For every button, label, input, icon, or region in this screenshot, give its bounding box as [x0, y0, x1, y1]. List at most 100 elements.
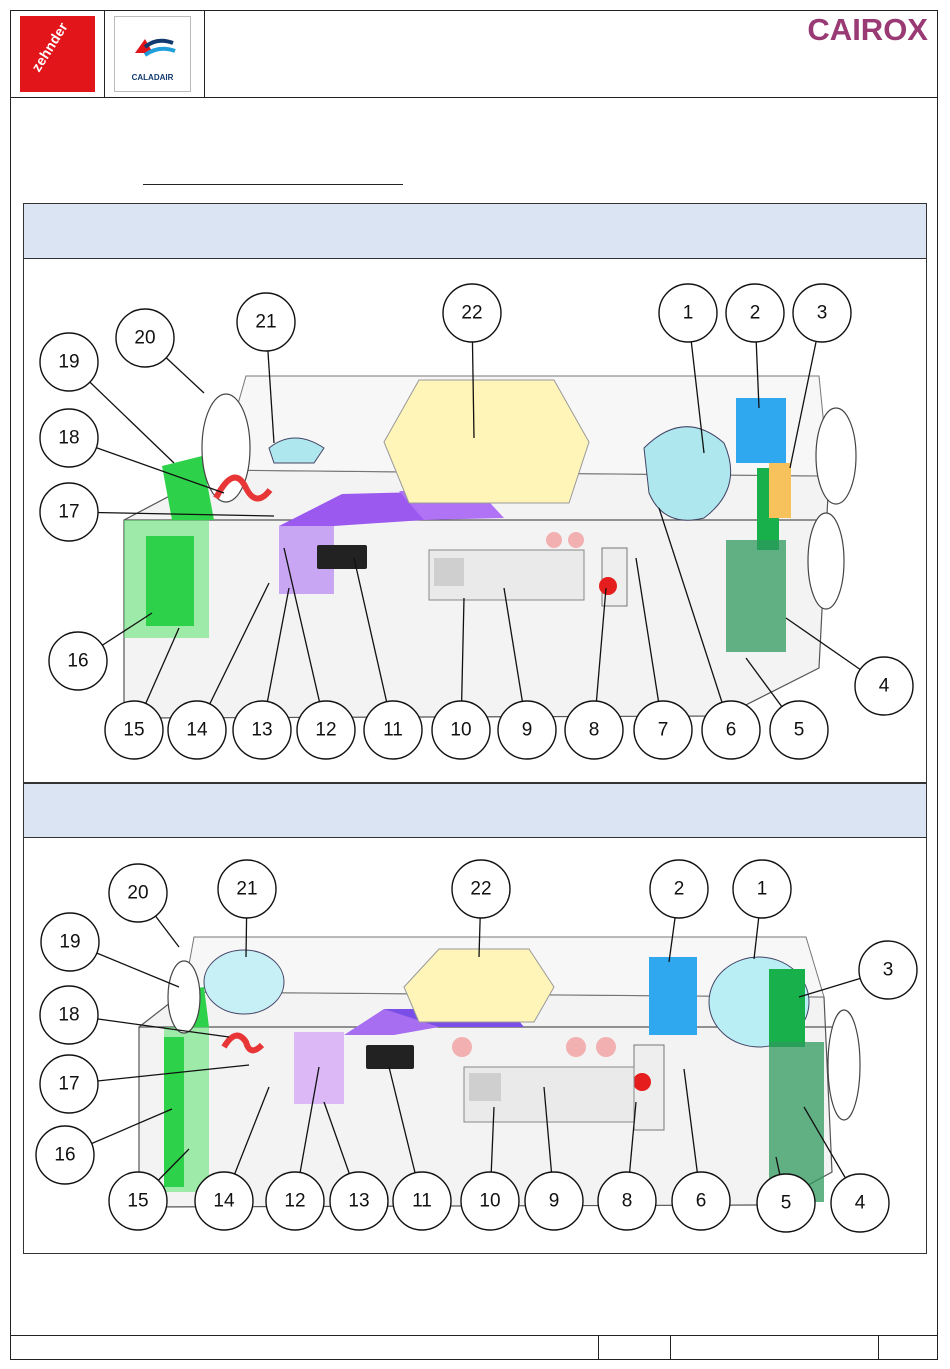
top-callout-4: 4: [855, 657, 913, 715]
caladair-wave-icon: [115, 17, 192, 73]
bottom-callout-15: 15: [109, 1172, 167, 1230]
top-callout-number: 12: [315, 720, 336, 741]
bottom-callout-1: 1: [733, 860, 791, 918]
zehnder-logo-text: zehnder: [28, 19, 71, 74]
bottom-callout-4: 4: [831, 1174, 889, 1232]
bottom-callout-number: 11: [412, 1191, 432, 1212]
bottom-callout-number: 17: [58, 1074, 79, 1095]
bottom-callout-number: 9: [549, 1191, 560, 1212]
top-callout-21: 21: [237, 293, 295, 351]
bottom-callout-number: 16: [54, 1145, 75, 1166]
bottom-callout-8: 8: [598, 1172, 656, 1230]
bottom-callout-number: 3: [883, 960, 894, 981]
top-callout-10: 10: [432, 701, 490, 759]
top-callout-5: 5: [770, 701, 828, 759]
bottom-callout-number: 4: [855, 1193, 866, 1214]
top-callout-number: 2: [750, 303, 761, 324]
bottom-callout-10: 10: [461, 1172, 519, 1230]
bottom-callout-number: 14: [213, 1191, 235, 1212]
bottom-callout-16: 16: [36, 1126, 94, 1184]
top-callout-22: 22: [443, 284, 501, 342]
panel-top-header: [24, 204, 926, 259]
top-callout-number: 15: [123, 720, 144, 741]
caladair-logo-text: CALADAIR: [115, 73, 190, 82]
unit-drawing-top: [124, 376, 856, 718]
bottom-callout-number: 12: [284, 1191, 305, 1212]
top-callout-6: 6: [702, 701, 760, 759]
title-underline: [143, 184, 403, 185]
caladair-logo: CALADAIR: [114, 16, 191, 92]
top-callout-8: 8: [565, 701, 623, 759]
top-callout-number: 18: [58, 428, 79, 449]
bottom-callout-13: 13: [330, 1172, 388, 1230]
bottom-callout-number: 5: [781, 1193, 792, 1214]
top-callout-14: 14: [168, 701, 226, 759]
bottom-callout-number: 20: [127, 883, 148, 904]
bottom-callout-number: 10: [479, 1191, 500, 1212]
top-callout-12: 12: [297, 701, 355, 759]
top-callout-number: 4: [879, 676, 890, 697]
bottom-callout-22: 22: [452, 860, 510, 918]
top-callout-number: 22: [461, 303, 482, 324]
top-callout-number: 8: [589, 720, 600, 741]
top-callout-number: 14: [186, 720, 208, 741]
bottom-callout-11: 11: [393, 1172, 451, 1230]
zehnder-logo: zehnder: [20, 16, 95, 92]
top-callout-16: 16: [49, 632, 107, 690]
footer-cell-separator: [878, 1335, 879, 1360]
footer-cell-separator: [670, 1335, 671, 1360]
top-callout-18: 18: [40, 409, 98, 467]
top-callout-number: 5: [794, 720, 805, 741]
bottom-callout-12: 12: [266, 1172, 324, 1230]
top-callout-number: 19: [58, 352, 79, 373]
top-callout-number: 20: [134, 328, 155, 349]
bottom-callout-number: 1: [757, 879, 768, 900]
top-callout-11: 11: [364, 701, 422, 759]
top-callout-1: 1: [659, 284, 717, 342]
top-callout-2: 2: [726, 284, 784, 342]
top-callout-number: 21: [255, 312, 276, 333]
bottom-callout-number: 22: [470, 879, 491, 900]
bottom-callout-5: 5: [757, 1174, 815, 1232]
bottom-callout-number: 8: [622, 1191, 633, 1212]
footer-divider: [10, 1335, 938, 1336]
diagram-bottom: 1234568910111213141516171819202122: [24, 837, 926, 1254]
bottom-callout-number: 6: [696, 1191, 707, 1212]
bottom-callout-6: 6: [672, 1172, 730, 1230]
top-callout-number: 9: [522, 720, 533, 741]
bottom-callout-3: 3: [859, 941, 917, 999]
top-callout-7: 7: [634, 701, 692, 759]
bottom-callout-number: 21: [236, 879, 257, 900]
bottom-callout-17: 17: [40, 1055, 98, 1113]
bottom-callout-number: 13: [348, 1191, 369, 1212]
top-callout-number: 10: [450, 720, 471, 741]
header-divider: [10, 97, 938, 98]
top-callout-number: 6: [726, 720, 737, 741]
top-callout-20: 20: [116, 309, 174, 367]
bottom-callout-number: 2: [674, 879, 685, 900]
cairox-logo: CAIROX: [807, 12, 928, 48]
bottom-callout-number: 19: [59, 932, 80, 953]
bottom-callout-21: 21: [218, 860, 276, 918]
top-callout-15: 15: [105, 701, 163, 759]
bottom-callout-18: 18: [40, 986, 98, 1044]
top-callout-number: 3: [817, 303, 828, 324]
top-callout-number: 11: [383, 720, 403, 741]
bottom-callout-9: 9: [525, 1172, 583, 1230]
top-callout-13: 13: [233, 701, 291, 759]
bottom-callout-19: 19: [41, 913, 99, 971]
top-callout-17: 17: [40, 483, 98, 541]
bottom-callout-14: 14: [195, 1172, 253, 1230]
top-callout-number: 1: [683, 303, 694, 324]
top-callout-number: 13: [251, 720, 272, 741]
top-callout-number: 17: [58, 502, 79, 523]
bottom-callout-number: 15: [127, 1191, 148, 1212]
panel-bottom-header: [24, 784, 926, 838]
top-callout-3: 3: [793, 284, 851, 342]
top-callout-number: 7: [658, 720, 669, 741]
bottom-callout-20: 20: [109, 864, 167, 922]
footer-cell-separator: [598, 1335, 599, 1360]
